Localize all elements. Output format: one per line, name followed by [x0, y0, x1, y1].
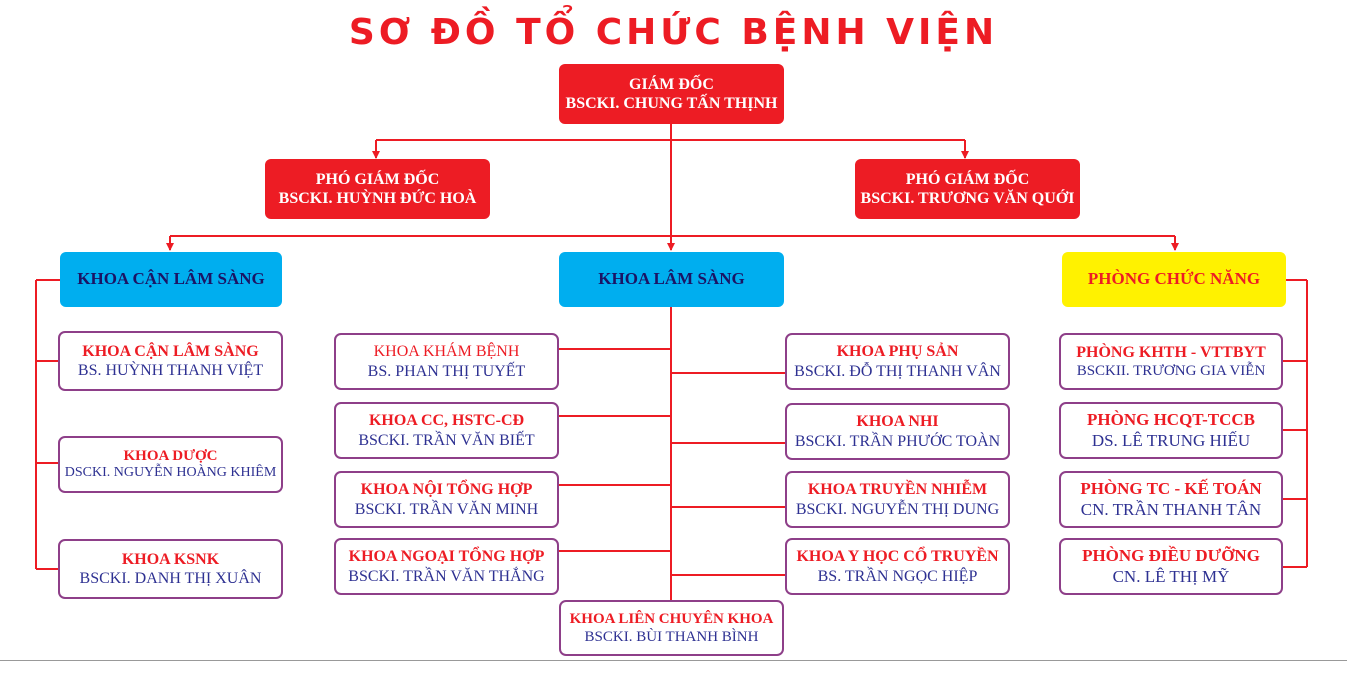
unit-name: KHOA PHỤ SẢN [836, 343, 959, 361]
unit-head: BSCKI. NGUYỄN THỊ DUNG [795, 500, 1000, 518]
unit-head: CN. LÊ THỊ MỸ [1112, 566, 1230, 586]
unit-box: PHÒNG HCQT-TCCB DS. LÊ TRUNG HIẾU [1059, 402, 1283, 459]
deputy-director-right-box: PHÓ GIÁM ĐỐC BSCKI. TRƯƠNG VĂN QUỚI [855, 159, 1080, 219]
director-box: GIÁM ĐỐC BSCKI. CHUNG TẤN THỊNH [559, 64, 784, 124]
unit-name: KHOA CC, HSTC-CĐ [368, 412, 525, 430]
unit-head: BS. PHAN THỊ TUYẾT [367, 362, 526, 380]
unit-head: BSCKI. ĐỖ THỊ THANH VÂN [794, 362, 1001, 380]
chart-title: SƠ ĐỒ TỔ CHỨC BỆNH VIỆN [348, 12, 999, 53]
unit-head: DS. LÊ TRUNG HIẾU [1091, 430, 1251, 450]
unit-name: KHOA Y HỌC CỔ TRUYỀN [796, 548, 999, 566]
footer-divider [0, 660, 1347, 661]
unit-box: KHOA DƯỢC DSCKI. NGUYỄN HOÀNG KHIÊM [58, 436, 283, 493]
deputy-director-left-box: PHÓ GIÁM ĐỐC BSCKI. HUỲNH ĐỨC HOÀ [265, 159, 490, 219]
unit-head: BSCKI. TRẦN VĂN THẮNG [348, 567, 545, 585]
unit-name: KHOA NHI [856, 413, 939, 431]
deputy-left-role: PHÓ GIÁM ĐỐC [315, 170, 440, 188]
unit-name: KHOA NỘI TỔNG HỢP [360, 481, 533, 499]
unit-box: KHOA NỘI TỔNG HỢP BSCKI. TRẦN VĂN MINH [334, 471, 559, 528]
deputy-left-name: BSCKI. HUỲNH ĐỨC HOÀ [278, 190, 477, 207]
unit-box: KHOA KHÁM BỆNH BS. PHAN THỊ TUYẾT [334, 333, 559, 390]
unit-name: KHOA TRUYỀN NHIỄM [807, 481, 988, 499]
unit-name: PHÒNG TC - KẾ TOÁN [1080, 479, 1262, 499]
unit-box: KHOA Y HỌC CỔ TRUYỀN BS. TRẦN NGỌC HIỆP [785, 538, 1010, 595]
unit-head: BS. HUỲNH THANH VIỆT [77, 362, 264, 379]
unit-head: BS. TRẦN NGỌC HIỆP [817, 567, 978, 585]
unit-box: KHOA NGOẠI TỔNG HỢP BSCKI. TRẦN VĂN THẮN… [334, 538, 559, 595]
unit-name: KHOA DƯỢC [123, 448, 218, 465]
deputy-right-role: PHÓ GIÁM ĐỐC [905, 170, 1030, 188]
unit-head: BSCKI. TRẦN VĂN BIẾT [358, 431, 535, 449]
director-role: GIÁM ĐỐC [629, 75, 714, 93]
unit-head: DSCKI. NGUYỄN HOÀNG KHIÊM [64, 465, 277, 481]
category-paraclinical: KHOA CẬN LÂM SÀNG [60, 252, 282, 307]
unit-name: KHOA CẬN LÂM SÀNG [82, 342, 259, 360]
director-name: BSCKI. CHUNG TẤN THỊNH [565, 95, 778, 112]
unit-box: PHÒNG TC - KẾ TOÁN CN. TRẦN THANH TÂN [1059, 471, 1283, 528]
unit-name: PHÒNG HCQT-TCCB [1087, 410, 1255, 430]
unit-head: BSCKI. BÙI THANH BÌNH [584, 629, 759, 645]
category-functional: PHÒNG CHỨC NĂNG [1062, 252, 1286, 307]
unit-name: PHÒNG ĐIỀU DƯỠNG [1082, 546, 1260, 566]
unit-box: KHOA CC, HSTC-CĐ BSCKI. TRẦN VĂN BIẾT [334, 402, 559, 459]
unit-head: BSCKI. TRẦN PHƯỚC TOÀN [794, 432, 1001, 450]
unit-box: KHOA KSNK BSCKI. DANH THỊ XUÂN [58, 539, 283, 599]
unit-head: CN. TRẦN THANH TÂN [1080, 499, 1262, 519]
unit-name: KHOA LIÊN CHUYÊN KHOA [569, 611, 774, 627]
unit-name: PHÒNG KHTH - VTTBYT [1076, 343, 1266, 361]
unit-box: KHOA PHỤ SẢN BSCKI. ĐỖ THỊ THANH VÂN [785, 333, 1010, 390]
unit-head: BSCKI. TRẦN VĂN MINH [354, 500, 539, 518]
unit-name: KHOA KHÁM BỆNH [373, 343, 520, 361]
category-clinical: KHOA LÂM SÀNG [559, 252, 784, 307]
unit-head: BSCKI. DANH THỊ XUÂN [79, 570, 262, 587]
unit-name: KHOA KSNK [121, 550, 220, 568]
unit-head: BSCKII. TRƯƠNG GIA VIỄN [1076, 363, 1266, 380]
unit-box: PHÒNG ĐIỀU DƯỠNG CN. LÊ THỊ MỸ [1059, 538, 1283, 595]
unit-box: KHOA TRUYỀN NHIỄM BSCKI. NGUYỄN THỊ DUNG [785, 471, 1010, 528]
unit-name: KHOA NGOẠI TỔNG HỢP [348, 548, 545, 566]
unit-box: KHOA NHI BSCKI. TRẦN PHƯỚC TOÀN [785, 403, 1010, 460]
unit-box: PHÒNG KHTH - VTTBYT BSCKII. TRƯƠNG GIA V… [1059, 333, 1283, 390]
unit-box: KHOA CẬN LÂM SÀNG BS. HUỲNH THANH VIỆT [58, 331, 283, 391]
unit-box: KHOA LIÊN CHUYÊN KHOA BSCKI. BÙI THANH B… [559, 600, 784, 656]
deputy-right-name: BSCKI. TRƯƠNG VĂN QUỚI [860, 190, 1075, 207]
